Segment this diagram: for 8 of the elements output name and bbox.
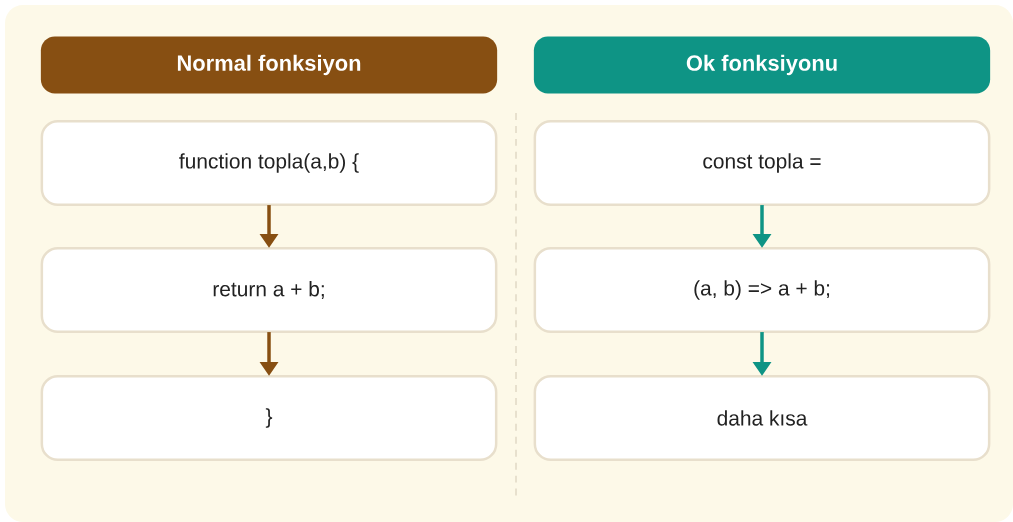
code-box: (a, b) => a + b; [533,246,991,334]
column-header: Normal fonksiyon [40,36,498,94]
column-header: Ok fonksiyonu [533,36,991,94]
code-box: daha kısa [533,374,991,462]
code-box: } [40,374,498,462]
code-box: return a + b; [40,246,498,334]
code-box: const topla = [533,119,991,207]
code-box: function topla(a,b) { [40,119,498,207]
